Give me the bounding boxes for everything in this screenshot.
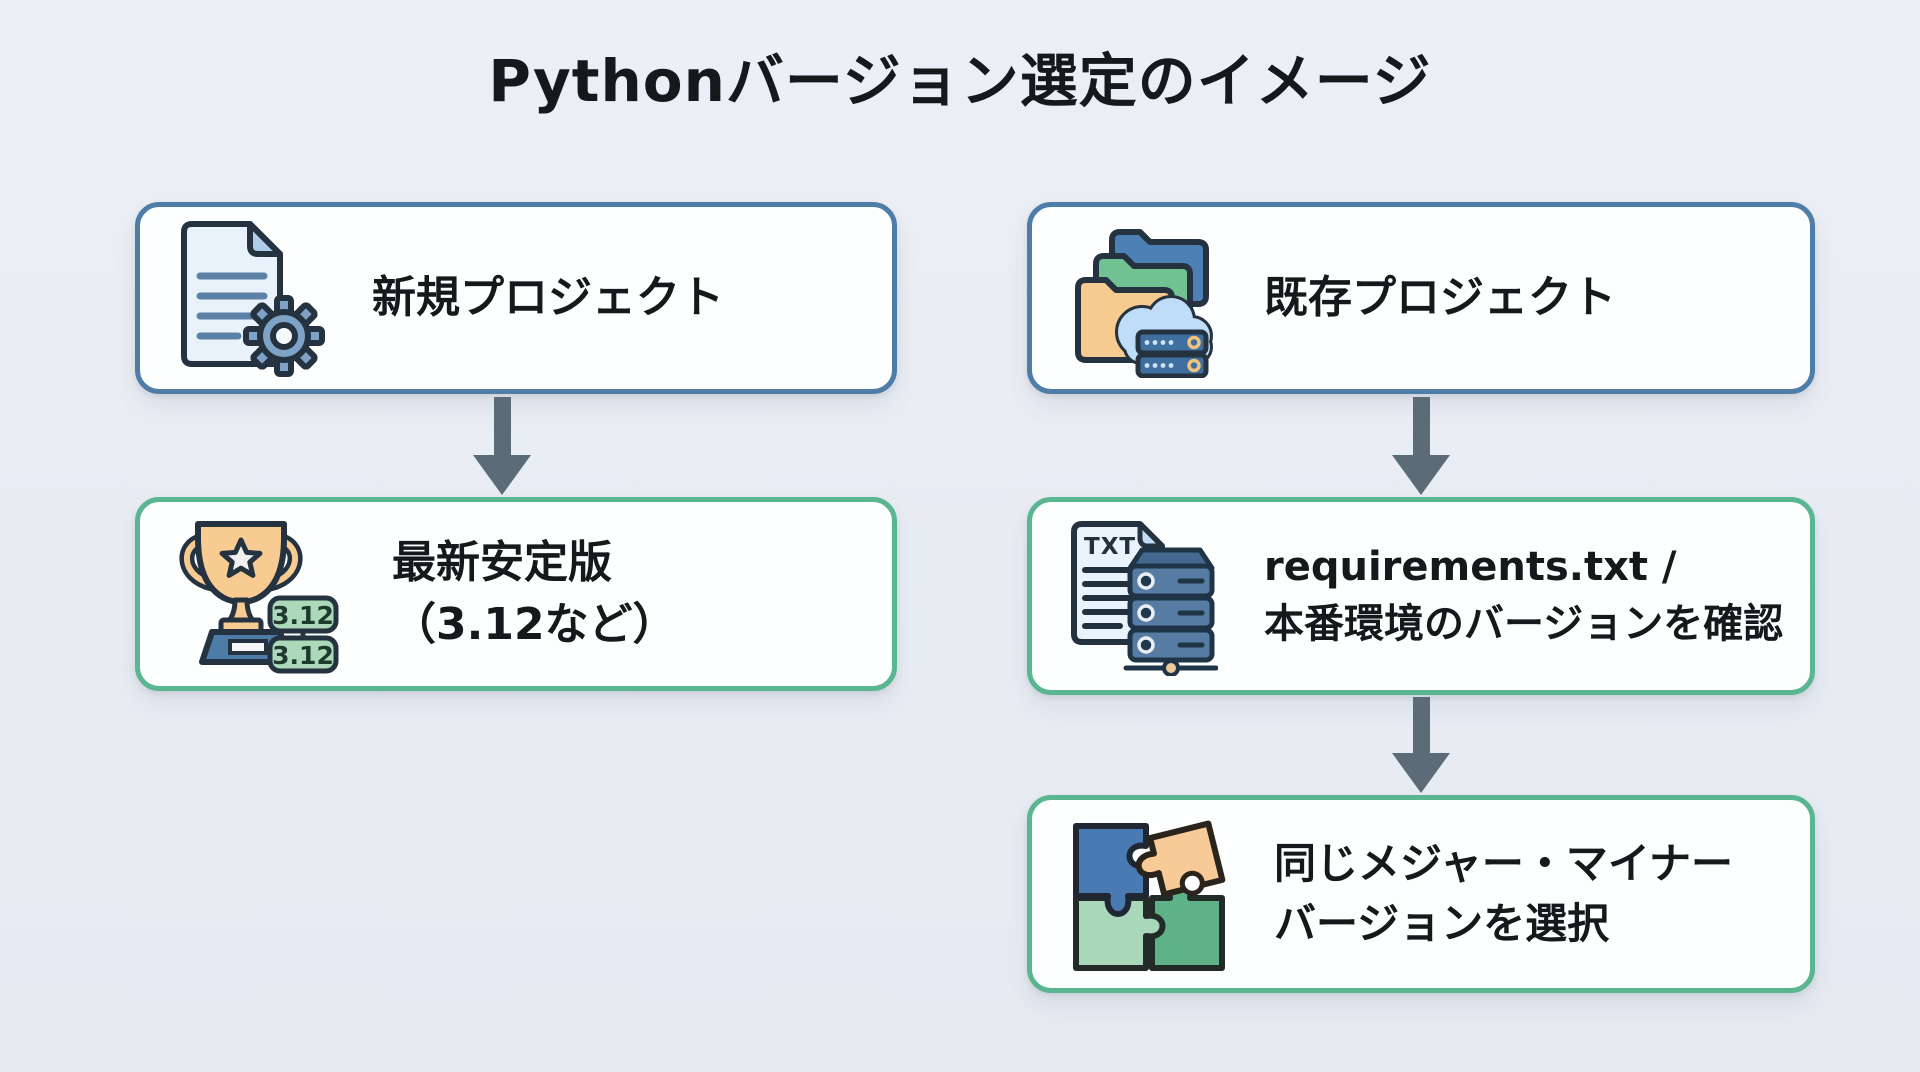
node-new-project: 新規プロジェクト: [135, 202, 897, 394]
node-existing-project: 既存プロジェクト: [1027, 202, 1815, 394]
page-title: Pythonバージョン選定のイメージ: [488, 47, 1432, 115]
arrow-down-icon: [1392, 397, 1450, 495]
node-label: 同じメジャー・マイナー バージョンを選択: [1274, 839, 1734, 948]
arrow-down-icon: [1392, 697, 1450, 793]
version-badge-text: 3.12: [272, 641, 334, 670]
node-label: 最新安定版 （3.12など）: [392, 536, 677, 650]
trophy-version-icon: 3.12 3.12: [176, 514, 346, 674]
version-badge-text: 3.12: [272, 601, 334, 630]
node-label: 既存プロジェクト: [1264, 271, 1616, 323]
folders-cloud-server-icon: [1068, 218, 1218, 378]
node-label: 新規プロジェクト: [372, 271, 724, 323]
node-latest-stable: 3.12 3.12 最新安定版 （3.12など）: [135, 497, 897, 691]
txt-file-server-icon: TXT: [1068, 516, 1218, 676]
arrow-down-icon: [473, 397, 531, 495]
node-select-same-version: 同じメジャー・マイナー バージョンを選択: [1027, 795, 1815, 993]
node-check-requirements: TXT: [1027, 497, 1815, 695]
node-label: requirements.txt / 本番環境のバージョンを確認: [1264, 544, 1784, 647]
puzzle-pieces-icon: [1068, 814, 1228, 974]
txt-label: TXT: [1084, 534, 1136, 560]
document-gear-icon: [176, 218, 326, 378]
